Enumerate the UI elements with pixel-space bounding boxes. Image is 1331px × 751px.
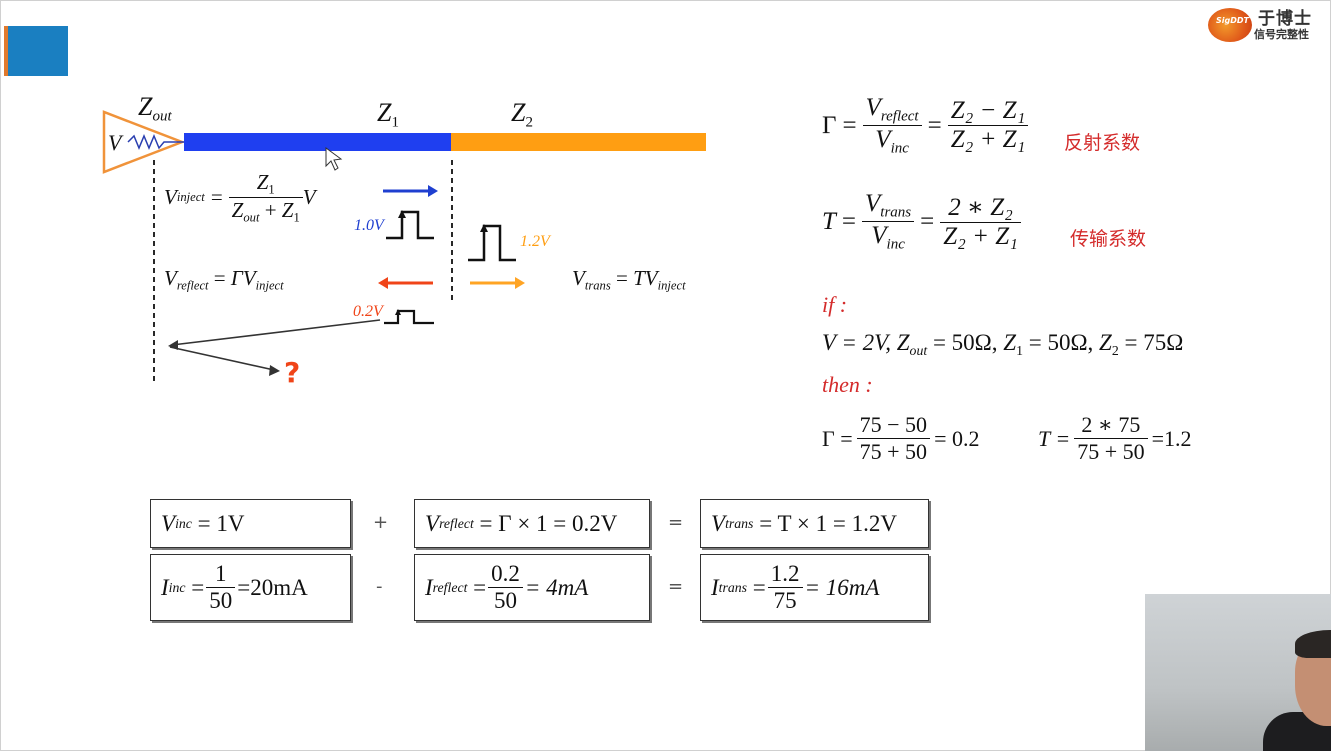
reflected-pulse-label: 0.2V <box>353 303 383 320</box>
if-label: if : <box>822 292 848 317</box>
logo-icon <box>1208 8 1252 42</box>
line-segment-z2 <box>451 133 706 151</box>
zout-label: Zout <box>138 92 172 125</box>
reflected-pulse-icon <box>384 309 434 325</box>
bounce-arrow-forward <box>169 346 275 371</box>
equals-operator-2: = <box>668 576 684 597</box>
presenter-webcam <box>1145 594 1331 751</box>
logo-badge: SigDDT <box>1216 16 1249 25</box>
vreflect-equation: Vreflect = ΓVinject <box>164 266 284 293</box>
resistor-icon <box>127 134 184 150</box>
vtrans-equation: Vtrans = TVinject <box>572 266 686 293</box>
transmitted-pulse-icon <box>468 224 516 262</box>
source-triangle-icon <box>102 110 186 174</box>
question-mark: ? <box>284 356 301 389</box>
transmission-line-diagram <box>102 110 706 382</box>
reflection-coefficient-label: 反射系数 <box>1064 132 1141 154</box>
transmission-coefficient-label: 传输系数 <box>1070 228 1147 250</box>
given-values: V = 2V, Zout = 50Ω, Z1 = 50Ω, Z2 = 75Ω <box>822 330 1184 358</box>
slide-accent-tab <box>4 26 68 76</box>
logo-title: 于博士 <box>1258 9 1312 29</box>
logo-subtitle: 信号完整性 <box>1254 28 1309 41</box>
minus-operator: - <box>376 576 383 597</box>
then-label: then : <box>822 372 873 397</box>
mouse-cursor-icon <box>325 147 343 171</box>
bounce-arrow-back <box>171 319 381 346</box>
z1-label: Z1 <box>377 98 399 131</box>
plus-operator: + <box>373 512 389 533</box>
source-v-label: V <box>108 130 122 155</box>
transmitted-pulse-label: 1.2V <box>520 233 550 250</box>
incident-pulse-icon <box>386 210 434 240</box>
z2-label: Z2 <box>511 98 533 131</box>
equals-operator-1: = <box>668 512 684 533</box>
incident-pulse-label: 1.0V <box>354 217 384 234</box>
line-segment-z1 <box>184 133 451 151</box>
